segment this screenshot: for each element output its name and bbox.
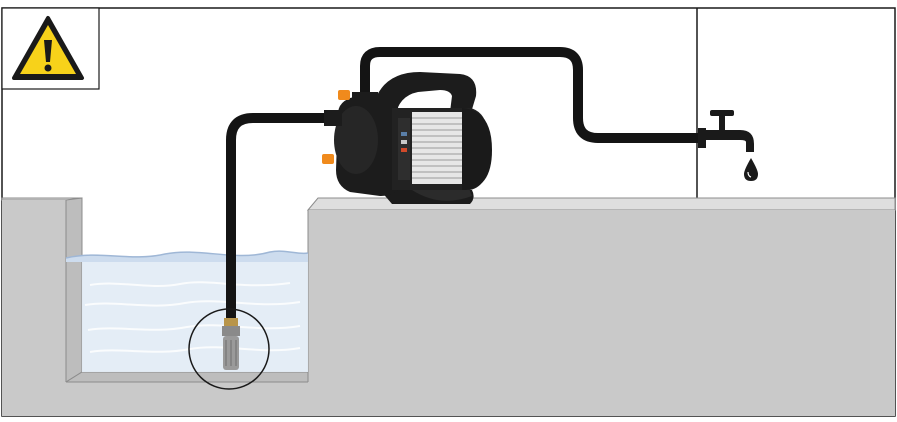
garden-pump-icon — [322, 72, 492, 204]
orange-fill-cap-icon — [338, 90, 350, 100]
suction-hose — [226, 113, 335, 335]
ground-structure — [1, 197, 896, 416]
pressure-hose — [360, 47, 705, 143]
water-drop-icon — [744, 158, 758, 181]
water-tap-icon — [698, 110, 754, 152]
warning-triangle-icon — [12, 16, 84, 80]
water-basin — [65, 250, 309, 372]
orange-drain-cap-icon — [322, 154, 334, 164]
suction-strainer-icon — [222, 318, 240, 370]
highlight-circle — [188, 308, 270, 390]
